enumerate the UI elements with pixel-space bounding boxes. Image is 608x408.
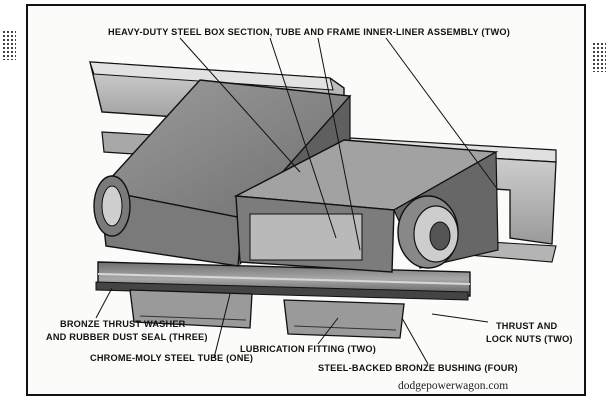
leader-lube-fitting xyxy=(317,317,339,345)
leader-lines xyxy=(95,37,499,365)
label-lock-nuts-line1: THRUST AND xyxy=(496,321,558,331)
bushing-right xyxy=(397,195,459,269)
halftone-dots-left xyxy=(2,30,16,60)
bushing-left xyxy=(93,175,131,237)
label-thrust-washer-line2: AND RUBBER DUST SEAL (THREE) xyxy=(46,332,208,342)
label-chrome-moly-tube: CHROME-MOLY STEEL TUBE (ONE) xyxy=(90,353,254,363)
leader-chrome-tube xyxy=(213,293,231,359)
label-lock-nuts-line2: LOCK NUTS (TWO) xyxy=(486,334,573,344)
leader-lock-nuts xyxy=(431,313,489,323)
label-thrust-washer-line1: BRONZE THRUST WASHER xyxy=(60,319,186,329)
label-lubrication-fitting: LUBRICATION FITTING (TWO) xyxy=(240,344,376,354)
lower-housing xyxy=(129,289,405,339)
leader-frame-right xyxy=(385,37,499,191)
watermark: dodgepowerwagon.com xyxy=(398,380,509,392)
label-bronze-bushing: STEEL-BACKED BRONZE BUSHING (FOUR) xyxy=(318,363,518,373)
leader-bushing xyxy=(401,317,429,365)
label-box-section-assembly: HEAVY-DUTY STEEL BOX SECTION, TUBE AND F… xyxy=(108,27,510,37)
leader-box-right xyxy=(317,37,361,251)
halftone-dots-right xyxy=(592,42,606,72)
leader-thrust-washer xyxy=(95,287,113,319)
leader-box-left xyxy=(179,37,301,173)
leader-tube-inner xyxy=(269,37,337,239)
